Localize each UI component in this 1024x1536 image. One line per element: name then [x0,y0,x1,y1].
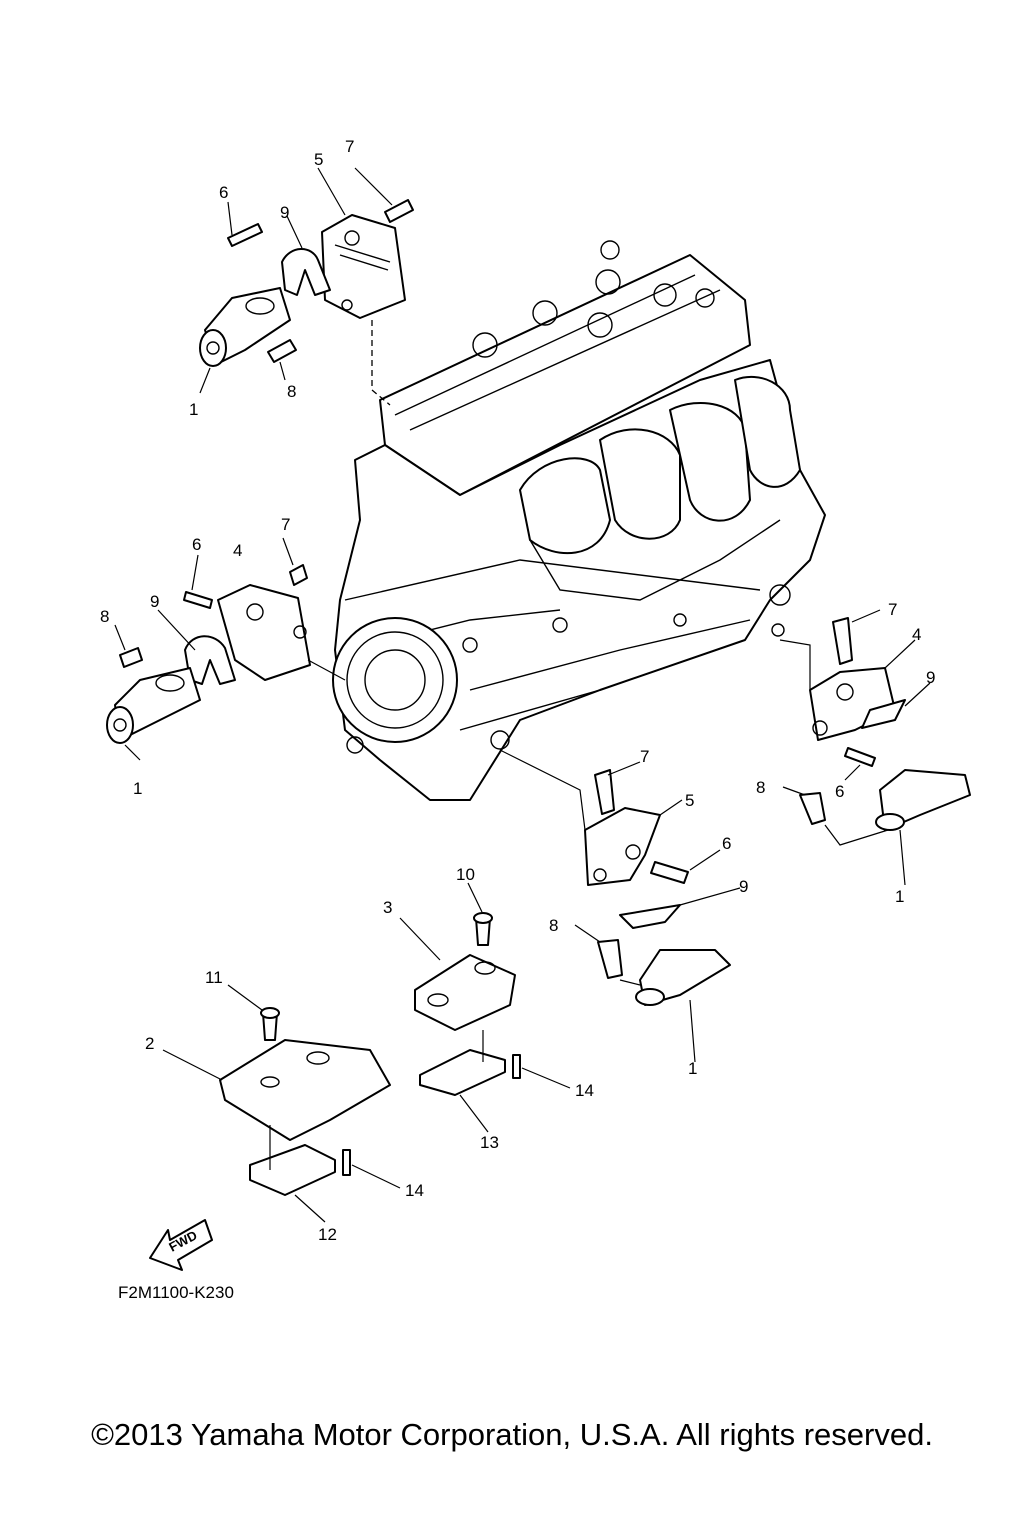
callout-9: 9 [150,592,159,611]
copyright-notice: ©2013 Yamaha Motor Corporation, U.S.A. A… [91,1417,933,1452]
callout-1: 1 [895,887,904,906]
mount-group-bottom-center [499,749,741,1063]
bolt-7-upper [384,199,414,223]
plate-2 [219,1039,391,1141]
fwd-arrow-icon: FWD [149,1219,213,1271]
bolt-8-right [799,792,826,825]
mount-group-right [779,609,971,886]
bolt-7-lower [594,769,615,815]
bracket-4-right [809,667,896,741]
callout-8: 8 [100,607,109,626]
callout-9: 9 [739,877,748,896]
damper-9-right [861,699,906,729]
callout-14: 14 [405,1181,424,1200]
bracket-5-lower [584,807,661,886]
callout-8: 8 [549,916,558,935]
callout-1: 1 [688,1059,697,1078]
damper-9-lower [619,904,681,929]
bolt-6-upper [227,223,263,247]
bracket-13 [419,1049,506,1096]
callout-11: 11 [205,968,223,987]
bolt-7-right [832,617,853,665]
callout-10: 10 [456,865,475,884]
callout-8: 8 [287,382,296,401]
callout-6: 6 [722,834,731,853]
bolt-6-right [844,747,876,767]
bolt-8-lower [597,939,623,979]
callout-9: 9 [926,668,935,687]
engine-block [332,240,826,801]
callout-7: 7 [888,600,897,619]
callout-5: 5 [314,150,323,169]
callout-7: 7 [281,515,290,534]
rivet-14-upper [512,1054,521,1079]
bolt-8-upper [267,339,297,363]
plates-group [162,882,571,1223]
callout-1: 1 [133,779,142,798]
callout-7: 7 [640,747,649,766]
callout-12: 12 [318,1225,337,1244]
callout-6: 6 [219,183,228,202]
callout-6: 6 [192,535,201,554]
callout-9: 9 [280,203,289,222]
bracket-4-left [217,584,311,681]
callout-13: 13 [480,1133,499,1152]
damper-9-upper [281,248,331,296]
damper-9-left [184,635,236,685]
mount-group-middle-left [106,537,346,761]
bolt-7-left [289,564,308,586]
callout-6: 6 [835,782,844,801]
callout-8: 8 [756,778,765,797]
callout-3: 3 [383,898,392,917]
bolt-8-left [119,647,143,668]
callout-7: 7 [345,137,354,156]
rivet-14-lower [342,1149,351,1176]
callout-4: 4 [233,541,242,560]
callout-14: 14 [575,1081,594,1100]
bracket-12 [249,1144,336,1196]
callout-labels: 7 5 6 9 8 1 7 6 4 9 8 1 7 4 9 6 8 1 7 5 … [100,137,935,1244]
callout-1: 1 [189,400,198,419]
callout-4: 4 [912,625,921,644]
bolt-6-left [183,591,213,609]
diagram-reference-code: F2M1100-K230 [118,1283,234,1302]
plate-3 [414,954,516,1031]
bolt-6-lower [650,861,689,884]
bracket-5-upper [321,214,406,319]
callout-5: 5 [685,791,694,810]
mount-group-upper-left [199,167,414,406]
callout-2: 2 [145,1034,154,1053]
